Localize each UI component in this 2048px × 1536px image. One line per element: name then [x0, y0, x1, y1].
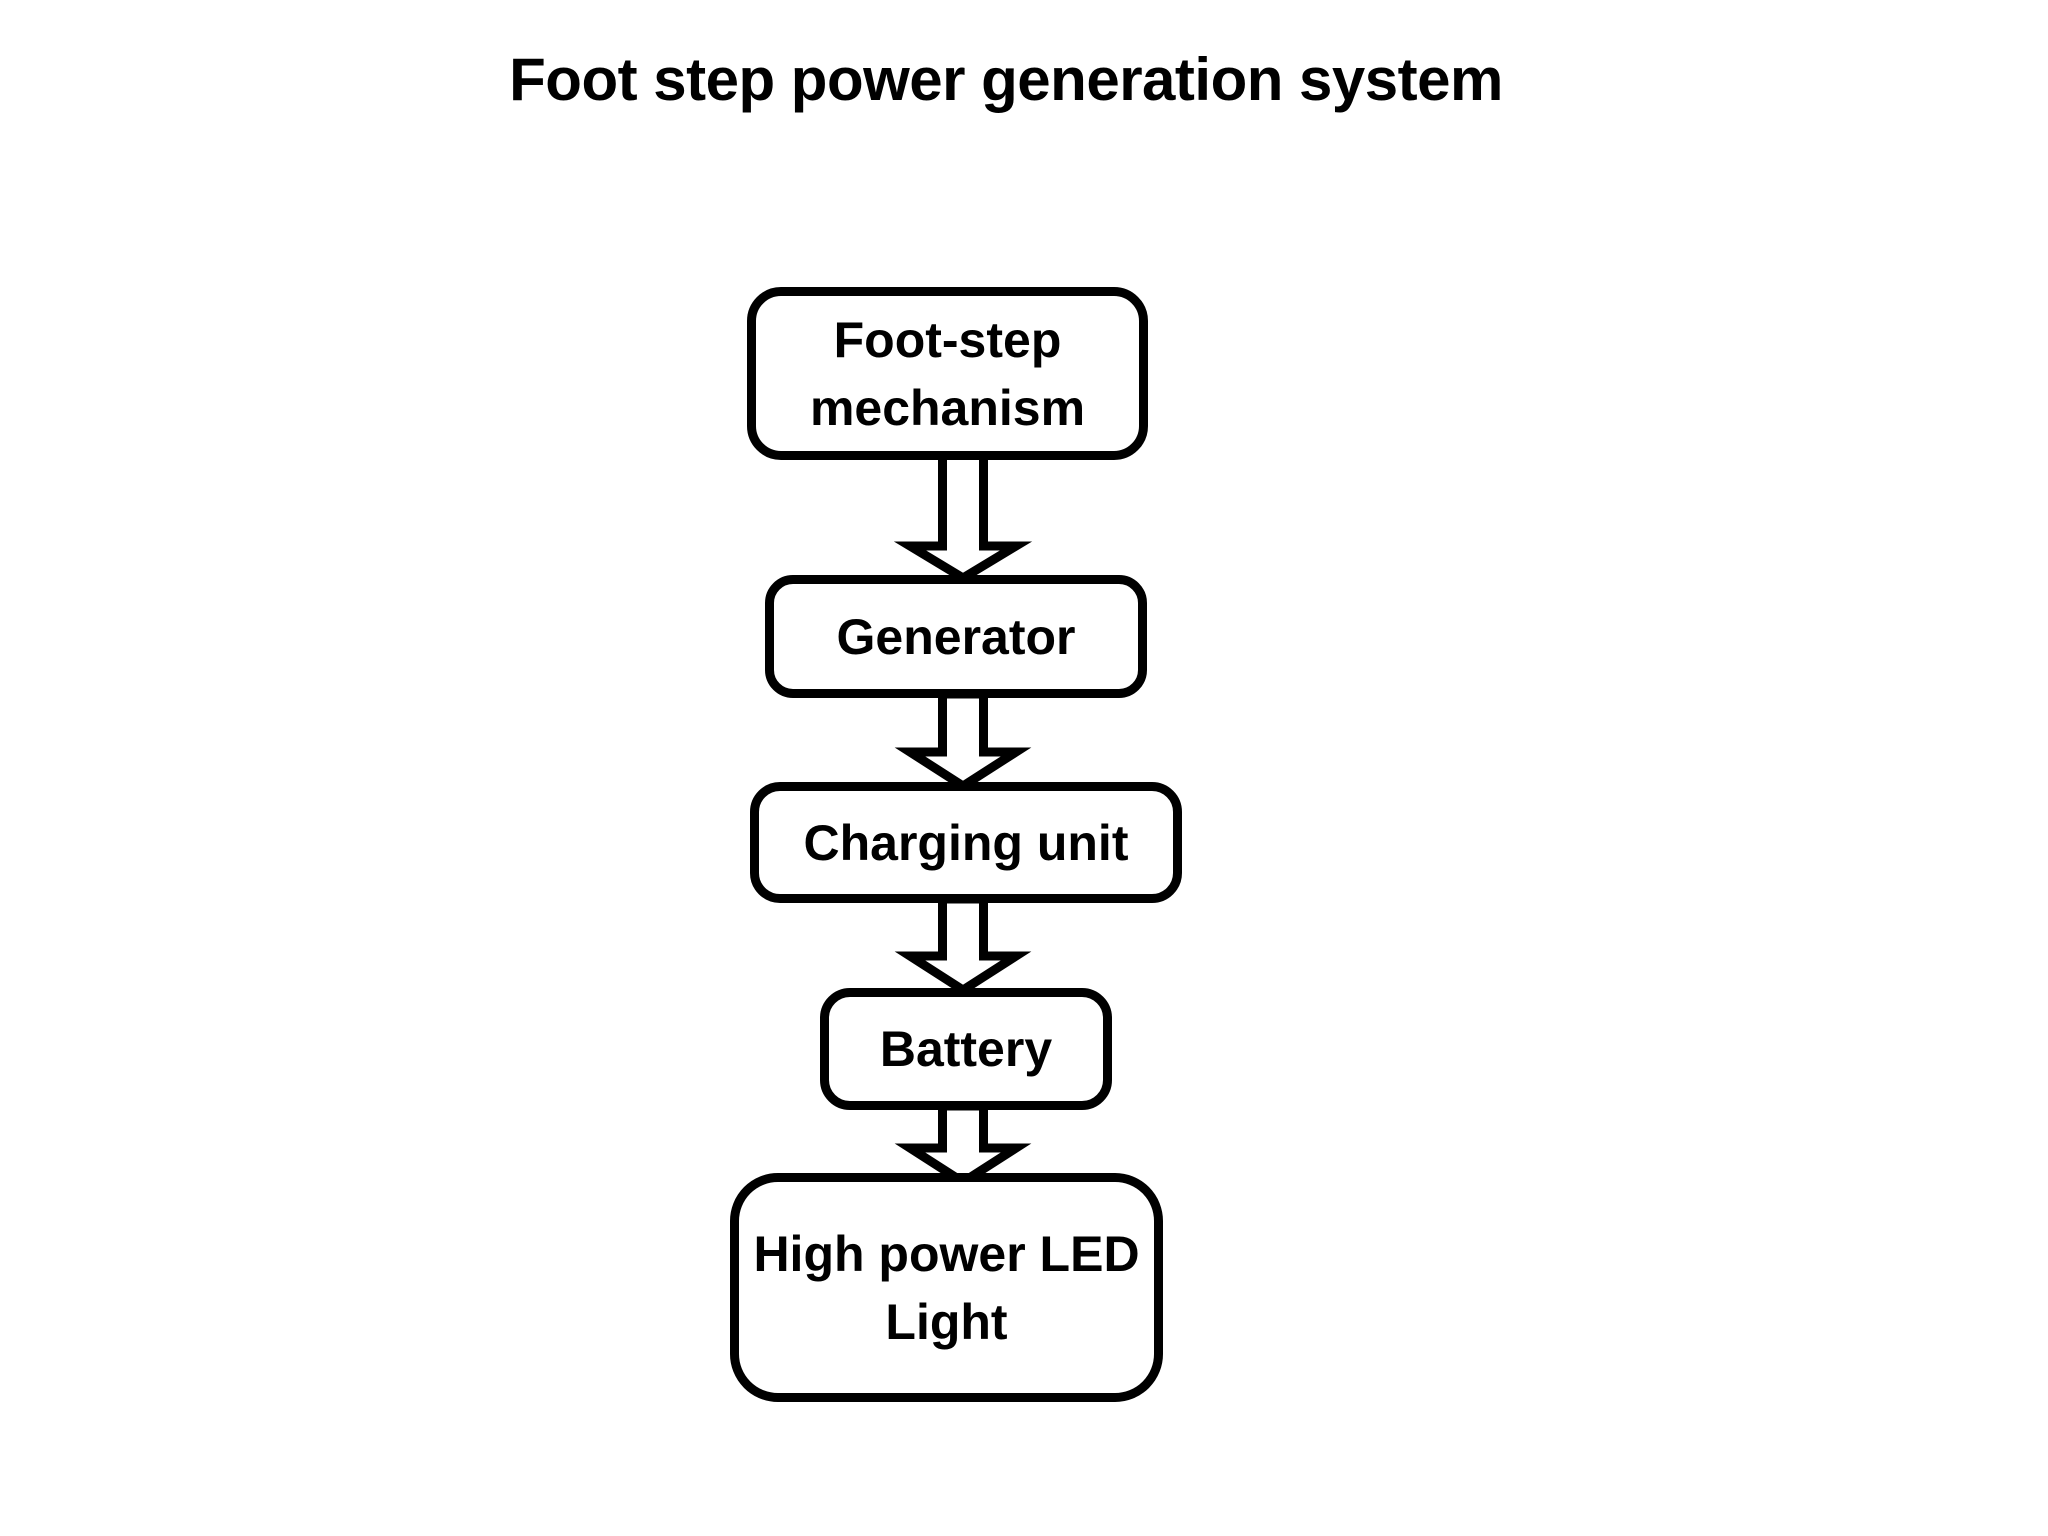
node-high-power-led-light: High power LED Light	[730, 1173, 1163, 1402]
node-foot-step-mechanism-label: Foot-step mechanism	[809, 311, 1086, 436]
node-battery-label: Battery	[879, 1021, 1053, 1077]
node-charging-unit-label: Charging unit	[803, 814, 1129, 871]
node-generator: Generator	[765, 575, 1147, 698]
node-foot-step-mechanism: Foot-step mechanism	[747, 287, 1148, 460]
flow-arrow-foot-step-mechanism-to-generator	[893, 449, 1033, 584]
node-battery: Battery	[820, 988, 1112, 1110]
node-generator-label: Generator	[836, 608, 1076, 665]
flow-arrow-battery-to-high-power-led-light	[894, 1101, 1032, 1188]
node-charging-unit: Charging unit	[750, 782, 1182, 903]
diagram-title: Foot step power generation system	[509, 46, 1503, 113]
node-high-power-led-light-label: High power LED Light	[753, 1225, 1140, 1350]
flow-arrow-charging-unit-to-battery	[894, 894, 1032, 996]
flow-arrow-generator-to-charging-unit	[894, 689, 1032, 792]
